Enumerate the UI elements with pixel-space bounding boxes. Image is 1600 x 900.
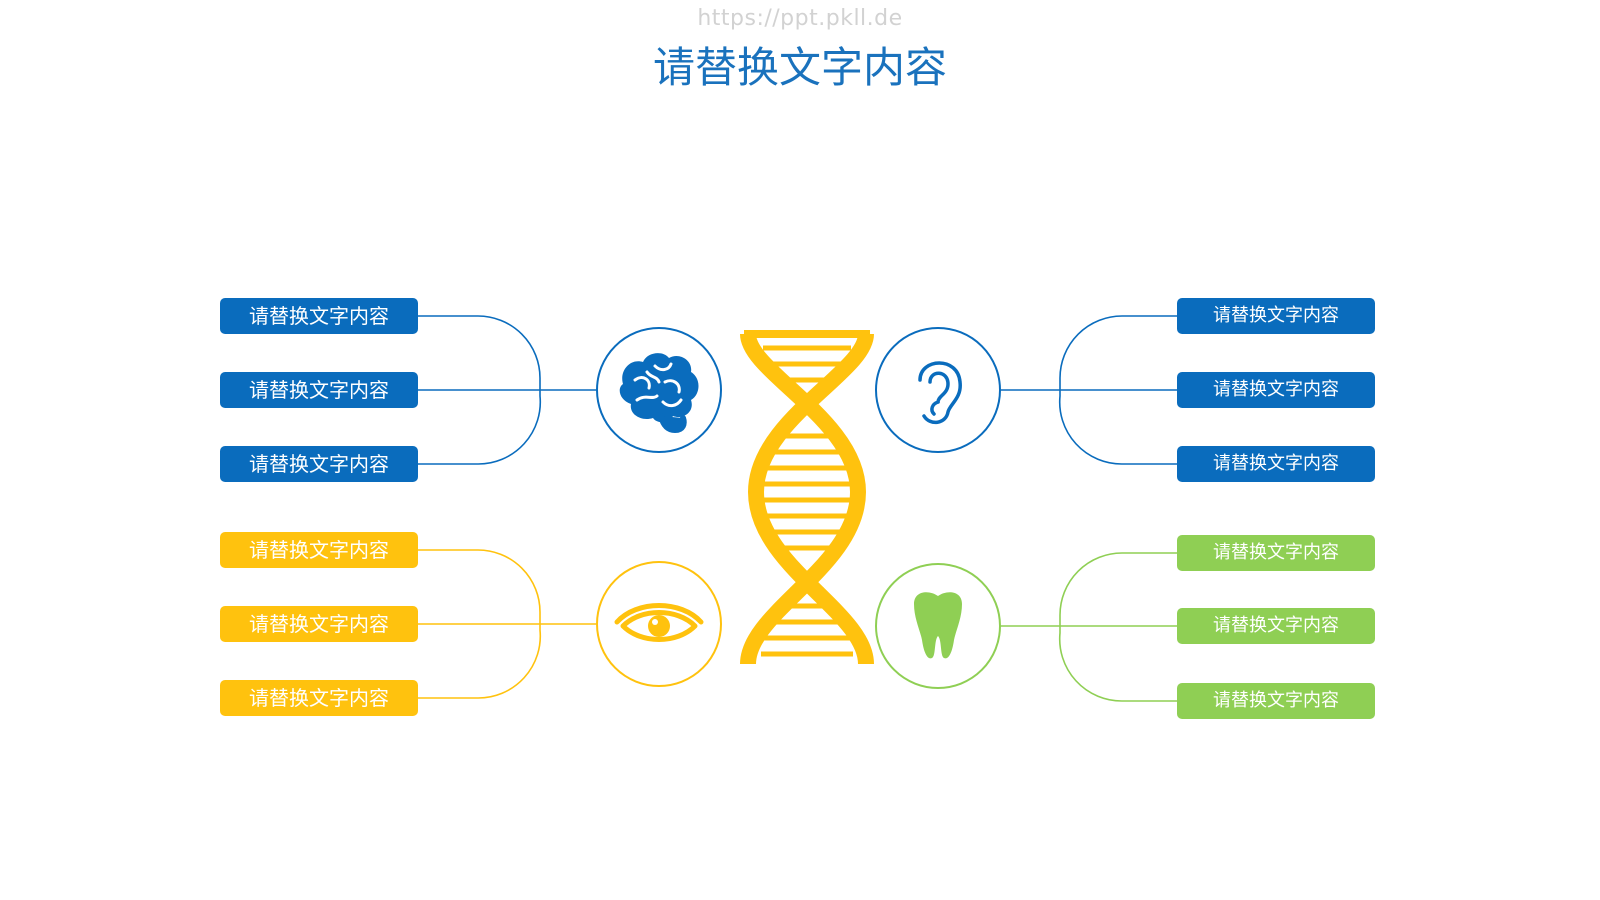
label-top-right-3: 请替换文字内容 [1177,446,1375,482]
dna-icon [740,330,874,665]
ear-icon [918,361,962,425]
page-title: 请替换文字内容 [652,43,947,92]
connectors-bottom-right [1000,552,1177,702]
eye-icon [614,603,704,642]
ear-icon-circle [875,327,1001,453]
label-top-right-1: 请替换文字内容 [1177,298,1375,334]
connectors-top-left [418,315,596,465]
label-bottom-left-1: 请替换文字内容 [220,532,418,568]
label-top-right-2: 请替换文字内容 [1177,372,1375,408]
watermark-text: https://ppt.pkll.de [697,6,903,31]
brain-icon [619,353,699,434]
label-top-left-3: 请替换文字内容 [220,446,418,482]
label-bottom-right-2: 请替换文字内容 [1177,608,1375,644]
label-top-left-1: 请替换文字内容 [220,298,418,334]
label-top-left-2: 请替换文字内容 [220,372,418,408]
tooth-icon [914,592,962,659]
label-bottom-left-3: 请替换文字内容 [220,680,418,716]
connectors-top-right [1000,315,1177,465]
label-bottom-right-1: 请替换文字内容 [1177,535,1375,571]
label-bottom-right-3: 请替换文字内容 [1177,683,1375,719]
label-bottom-left-2: 请替换文字内容 [220,606,418,642]
connectors-bottom-left [418,549,596,699]
